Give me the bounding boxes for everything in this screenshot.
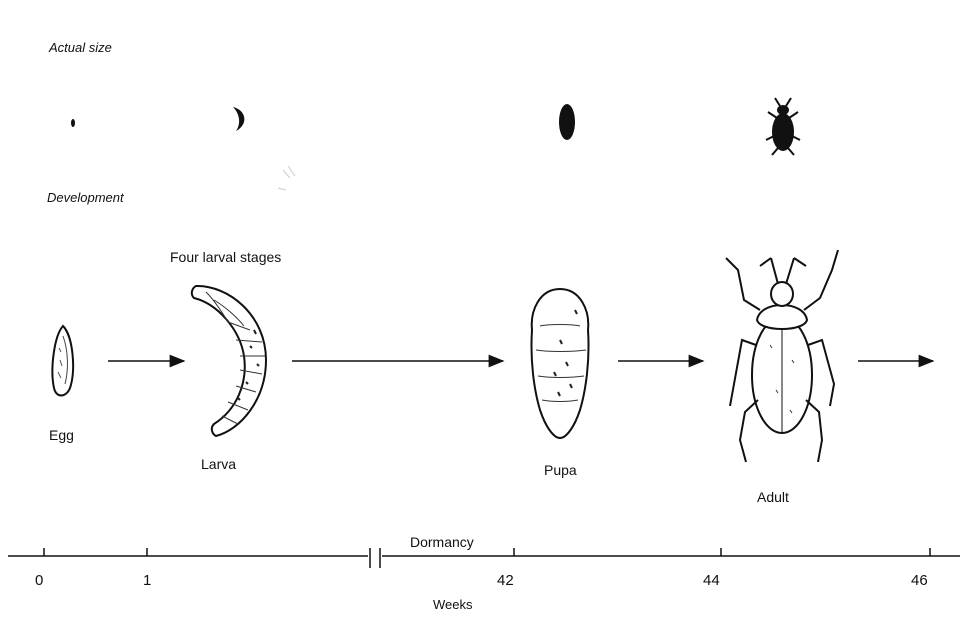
axis-tick-label-44: 44 xyxy=(703,572,720,589)
larva-label: Larva xyxy=(201,456,236,472)
dormancy-label: Dormancy xyxy=(410,534,474,550)
axis-tick-label-0: 0 xyxy=(35,572,43,589)
egg-drawing xyxy=(52,326,73,396)
actual-size-larva-icon xyxy=(233,107,244,131)
pupa-label: Pupa xyxy=(544,462,577,478)
actual-size-egg-icon xyxy=(71,119,75,127)
adult-label: Adult xyxy=(757,489,789,505)
weeks-axis xyxy=(8,548,960,568)
actual-size-pupa-icon xyxy=(559,104,575,140)
axis-tick-label-1: 1 xyxy=(143,572,151,589)
larva-drawing xyxy=(192,286,266,436)
four-larval-stages-label: Four larval stages xyxy=(170,249,281,265)
pupa-drawing xyxy=(531,289,588,438)
egg-label: Egg xyxy=(49,427,74,443)
axis-tick-label-46: 46 xyxy=(911,572,928,589)
actual-size-label: Actual size xyxy=(49,40,112,55)
faint-smudge xyxy=(278,166,295,190)
axis-tick-label-42: 42 xyxy=(497,572,514,589)
actual-size-adult-weevil-icon xyxy=(766,98,800,155)
development-label: Development xyxy=(47,190,124,205)
weeks-axis-title: Weeks xyxy=(433,597,473,612)
adult-weevil-drawing xyxy=(726,250,838,462)
